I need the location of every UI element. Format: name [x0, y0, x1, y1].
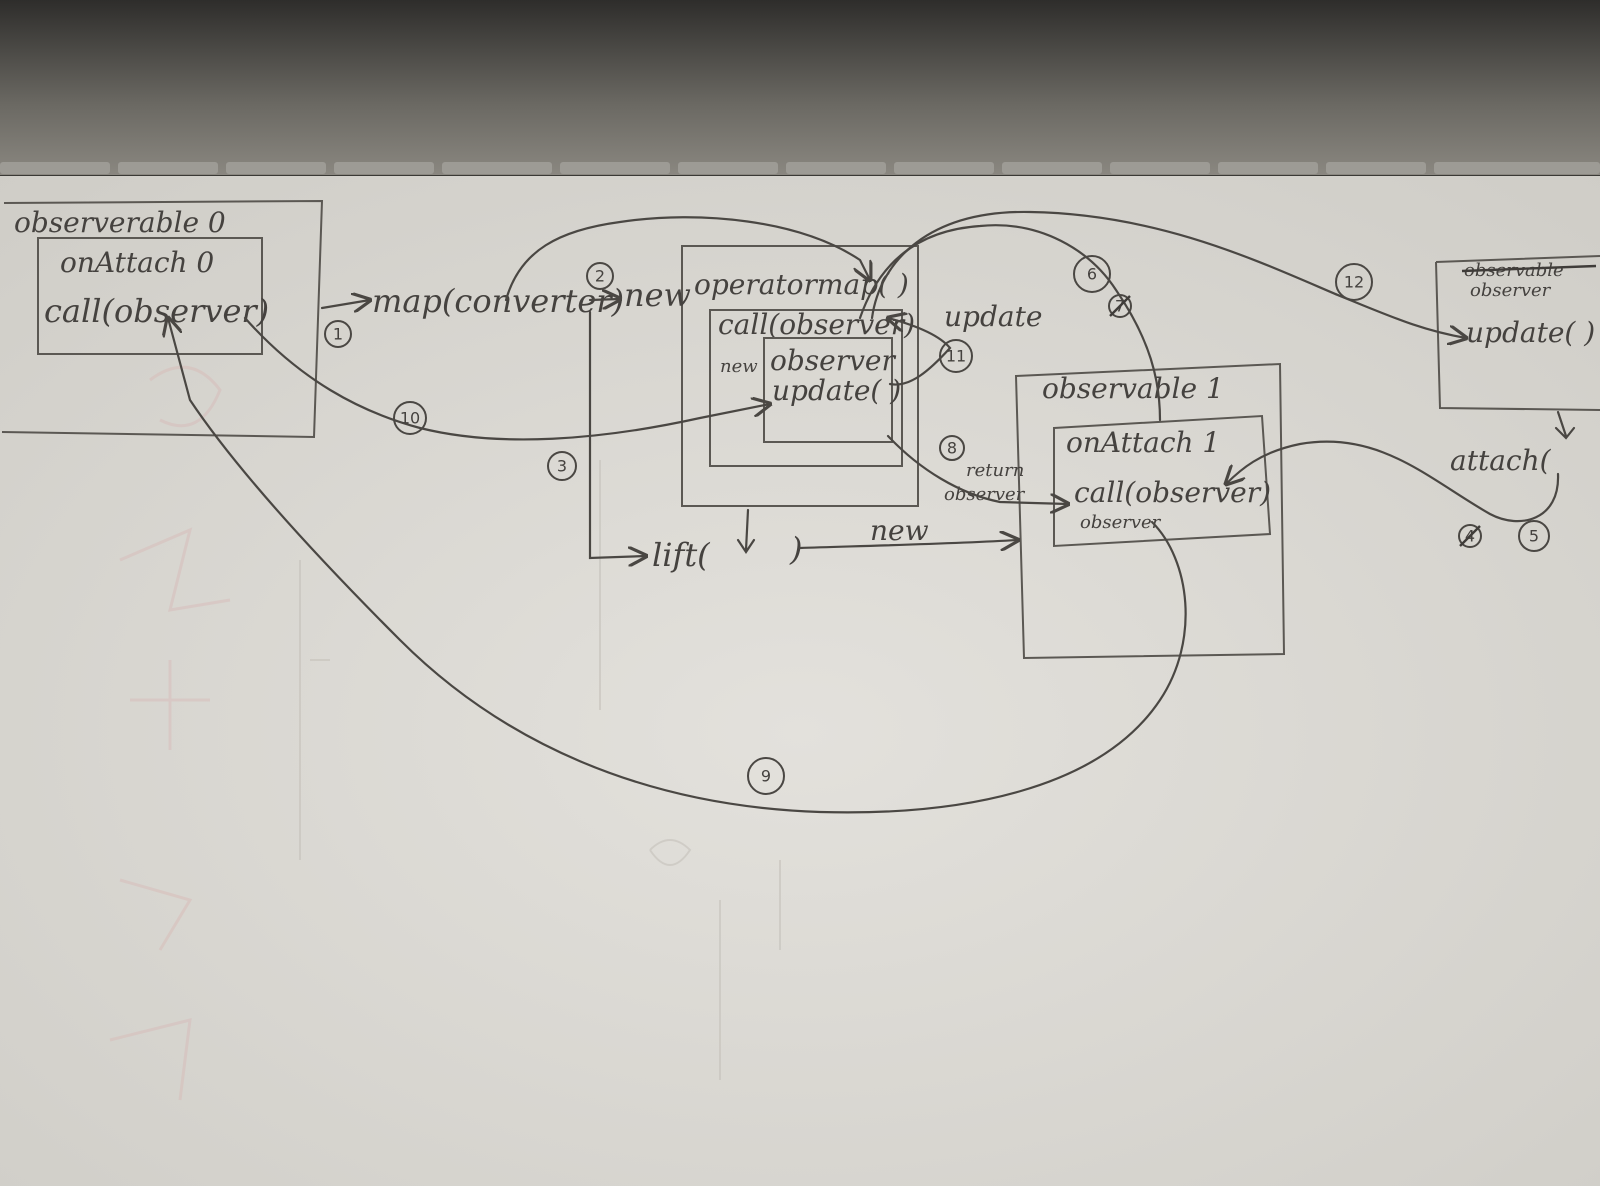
arrow-attach-to-call — [1226, 440, 1560, 523]
paper-sheet — [0, 176, 1600, 1186]
arrow-loop-back — [168, 318, 1187, 814]
observer-down-tick — [1554, 410, 1576, 440]
arrow-to-new — [588, 299, 620, 300]
observable1-box: observable 1 onAttach 1 call(observer) o… — [1014, 362, 1286, 660]
background-top — [0, 0, 1600, 175]
new2-label: new — [870, 514, 929, 547]
step-5-label: 5 — [1529, 527, 1539, 546]
step-12: 12 — [1335, 263, 1373, 301]
strikethrough-line — [1461, 264, 1597, 273]
operatormap-call-box: call(observer) new observer update( ) — [709, 308, 915, 467]
observer-right-title: observer — [1470, 280, 1552, 301]
observable1-call: call(observer) — [1074, 476, 1271, 509]
arc-12-to-update — [870, 210, 1466, 338]
observable0-call: call(observer) — [44, 292, 269, 330]
step-1: 1 — [324, 320, 352, 348]
arrow-call-to-update — [243, 316, 770, 441]
observable0-box: observerable 0 onAttach 0 call(observer) — [1, 199, 324, 439]
observable0-title: observerable 0 — [14, 206, 226, 239]
step-7: 7 — [1108, 294, 1132, 318]
observer-right-struck-title: observable — [1464, 260, 1564, 281]
arc-map-to-operatormap — [504, 216, 870, 302]
map-label: map(converter) — [372, 282, 624, 320]
operatormap-new: new — [720, 356, 758, 377]
arrow-lift-to-observable1 — [798, 540, 1018, 548]
arrow-return-observer — [886, 434, 1068, 504]
step-6-label: 6 — [1087, 265, 1097, 284]
flow-lines — [168, 210, 1576, 814]
lift-tick — [736, 508, 756, 554]
lift-close-label: ) — [789, 530, 802, 568]
onattach0-title: onAttach 0 — [60, 246, 214, 279]
step-8: 8 — [939, 435, 965, 461]
operatormap-title: operatormap( ) — [694, 268, 909, 301]
return-label: return — [966, 460, 1024, 481]
arrow-to-map — [320, 300, 370, 308]
inner-observer-title: observer — [770, 344, 896, 377]
update-label: update — [944, 300, 1042, 333]
operatormap-call: call(observer) — [718, 308, 915, 341]
new-label: new — [624, 276, 691, 314]
arrow-to-lift — [588, 310, 646, 558]
step-8-label: 8 — [947, 439, 957, 458]
step-10-label: 10 — [400, 409, 420, 428]
step-12-label: 12 — [1344, 273, 1364, 292]
keyboard-edge — [0, 162, 1600, 174]
step-6: 6 — [1073, 255, 1111, 293]
operatormap-box: operatormap( ) call(observer) new observ… — [681, 245, 919, 507]
bleed-through — [109, 365, 231, 1101]
step-2-label: 2 — [595, 267, 605, 286]
inner-observer-update: update( ) — [772, 374, 901, 407]
bleed-through-grey — [299, 460, 781, 1080]
onattach0-box: onAttach 0 call(observer) — [37, 237, 269, 355]
step-11: 11 — [939, 339, 973, 373]
step-4: 4 — [1458, 524, 1482, 548]
step-3: 3 — [547, 451, 577, 481]
observer-right-update: update( ) — [1466, 316, 1595, 349]
observer-right-box: observable observer update( ) — [1435, 255, 1600, 411]
inner-observer-box: observer update( ) — [763, 337, 901, 443]
step-5: 5 — [1518, 520, 1550, 552]
step-2: 2 — [586, 262, 614, 290]
lift-label: lift( — [652, 536, 711, 574]
step-9-label: 9 — [761, 767, 771, 786]
attach-label: attach( — [1450, 444, 1552, 477]
return-observer-label: observer — [944, 484, 1026, 505]
step-1-label: 1 — [333, 325, 343, 344]
step-10: 10 — [393, 401, 427, 435]
step-11-label: 11 — [946, 347, 966, 366]
step-9: 9 — [747, 757, 785, 795]
loop-update — [888, 318, 952, 386]
onattach1-title: onAttach 1 — [1066, 426, 1220, 459]
step-3-label: 3 — [557, 457, 567, 476]
observable1-under-call: observer — [1080, 512, 1162, 533]
observable1-title: observable 1 — [1042, 372, 1224, 405]
